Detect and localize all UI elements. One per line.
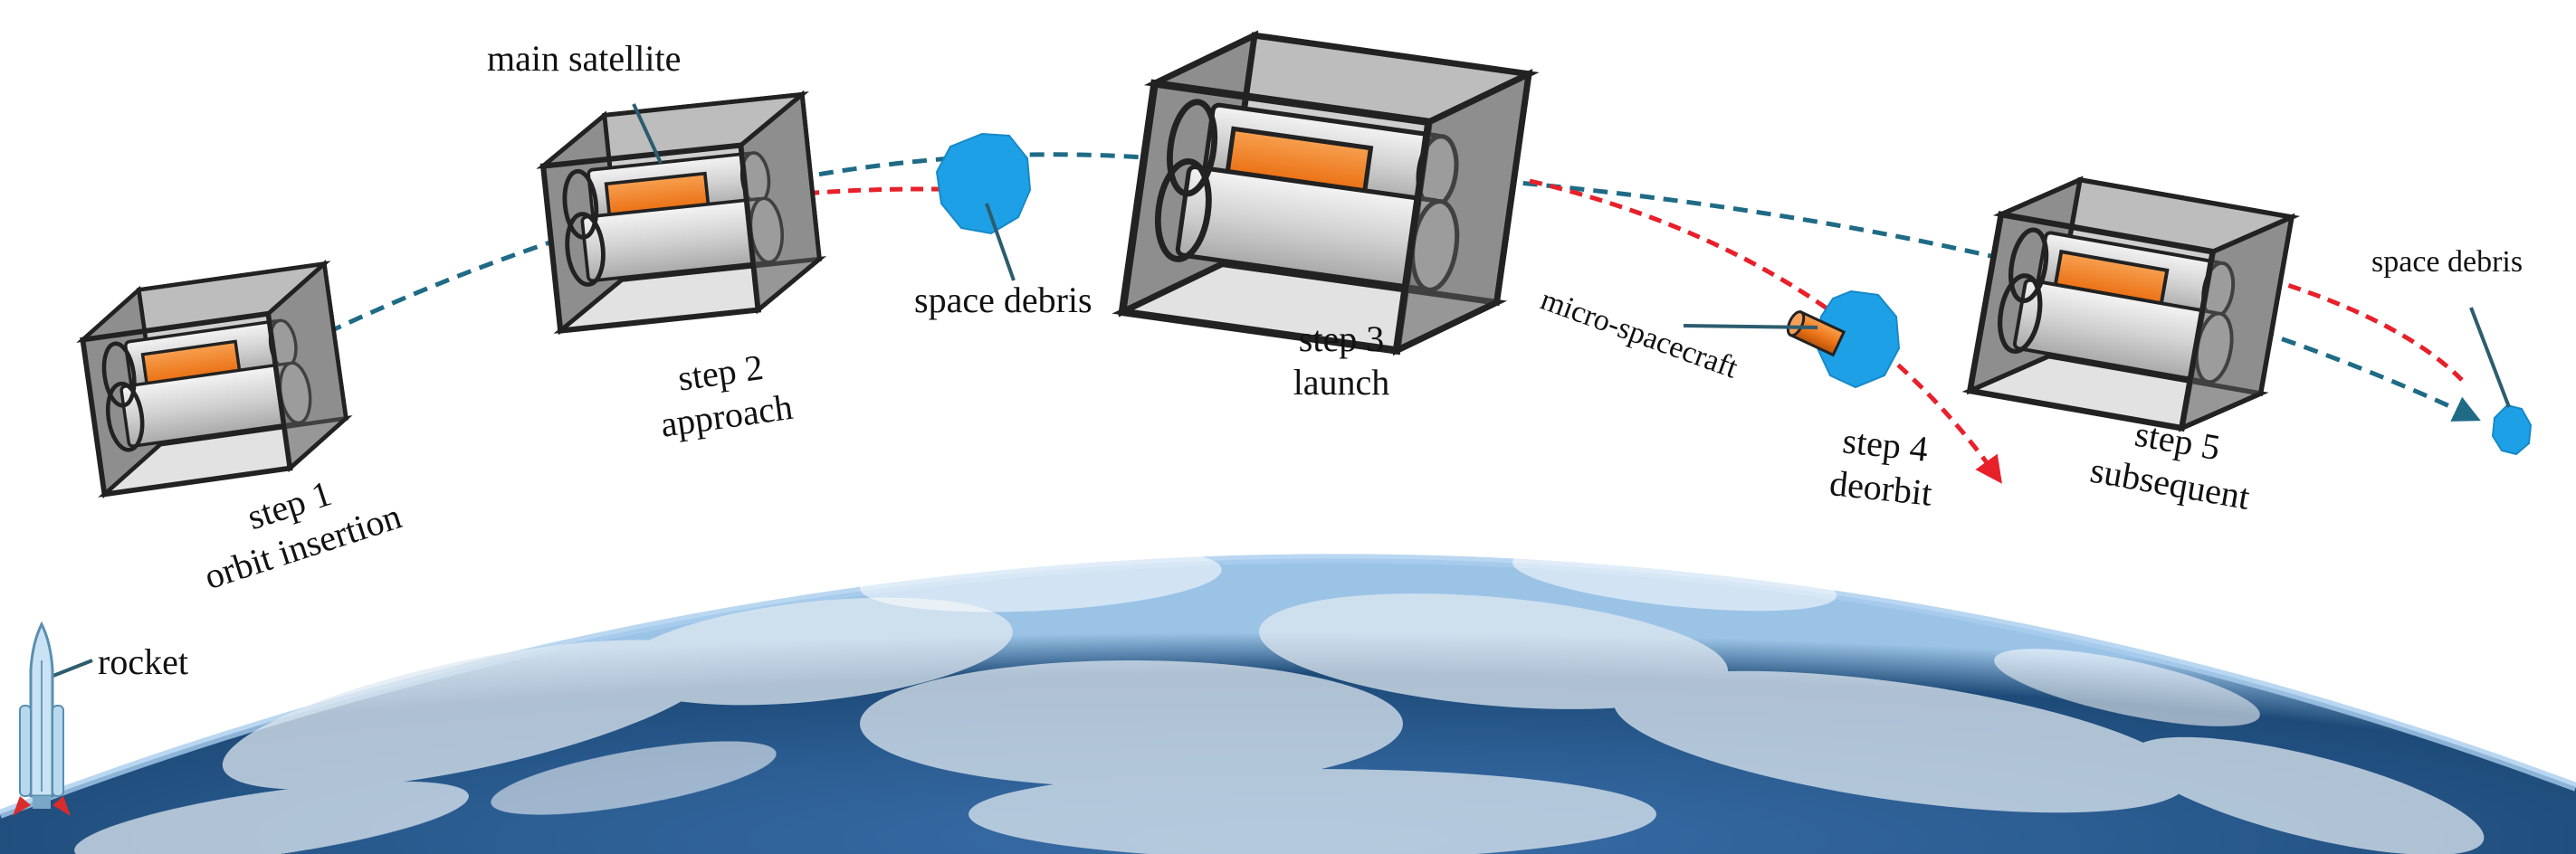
micro-spacecraft-label: micro-spacecraft bbox=[1536, 283, 1742, 385]
debris-icon-1 bbox=[935, 132, 1032, 235]
satellite-icon-step1 bbox=[77, 264, 352, 495]
step-2-subtitle: approach bbox=[658, 386, 795, 445]
step-4-caption: step 4 deorbit bbox=[1827, 420, 1933, 514]
satellite-icon-step5 bbox=[1970, 167, 2292, 441]
micro-spacecraft-icon bbox=[1786, 310, 1846, 357]
step-5-caption: step 5 subsequent bbox=[2087, 413, 2253, 517]
rocket-icon bbox=[13, 621, 71, 816]
step-2-caption: step 2 approach bbox=[658, 346, 795, 445]
step-3-subtitle: launch bbox=[1293, 362, 1390, 403]
satellite-icon-step2 bbox=[539, 94, 824, 330]
space-debris-label-1: space debris bbox=[914, 280, 1092, 320]
rocket-label: rocket bbox=[98, 641, 188, 682]
earth-image bbox=[0, 546, 2576, 854]
main-satellite-label: main satellite bbox=[487, 38, 681, 79]
debris-icon-2 bbox=[2491, 403, 2533, 456]
satellite-icon-step3 bbox=[1122, 23, 1529, 364]
step-4-title: step 4 bbox=[1841, 420, 1931, 470]
deorbit-path-step4 bbox=[1529, 178, 2002, 484]
step-4-subtitle: deorbit bbox=[1827, 462, 1933, 514]
step-3-title: step 3 bbox=[1299, 318, 1384, 359]
debris-icon-micro bbox=[1816, 289, 1901, 389]
space-debris-label-2: space debris bbox=[2371, 245, 2523, 279]
step-3-caption: step 3 launch bbox=[1293, 318, 1390, 403]
